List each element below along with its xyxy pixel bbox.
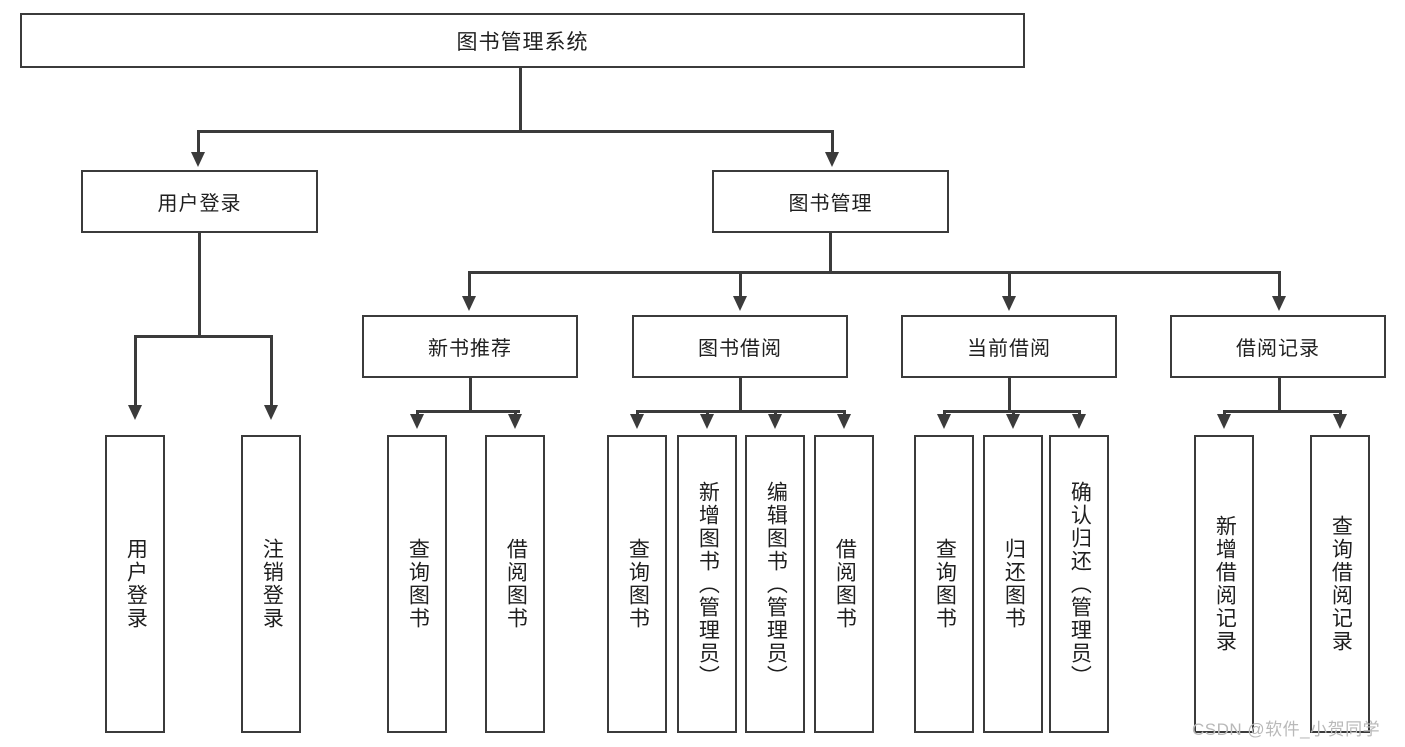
arrow-to-leaf-query-book-2 — [630, 414, 644, 429]
leaf-user-login[interactable]: 用户登录 — [105, 435, 165, 733]
arrow-to-leaf-edit-book — [768, 414, 782, 429]
arrow-to-leaf-query-record — [1333, 414, 1347, 429]
connector-root-stem — [519, 68, 522, 130]
node-book-management[interactable]: 图书管理 — [712, 170, 949, 233]
connector-bm-drop-3 — [1008, 271, 1011, 298]
arrow-to-leaf-query-book-1 — [410, 414, 424, 429]
node-user-login[interactable]: 用户登录 — [81, 170, 318, 233]
leaf-confirm-return[interactable]: 确认归还（管理员） — [1049, 435, 1109, 733]
watermark-text: CSDN @软件_小贺同学 — [1192, 720, 1381, 739]
connector-bm-drop-1 — [468, 271, 471, 298]
connector-br-bus — [1223, 410, 1341, 413]
arrow-to-book-borrow — [733, 296, 747, 311]
arrow-to-leaf-return-book — [1006, 414, 1020, 429]
connector-cb-stem — [1008, 378, 1011, 412]
connector-user-login-stem — [198, 233, 201, 337]
arrow-to-leaf-add-book — [700, 414, 714, 429]
arrow-to-leaf-logout-login — [264, 405, 278, 420]
leaf-borrow-book-1[interactable]: 借阅图书 — [485, 435, 545, 733]
connector-bb-bus — [636, 410, 845, 413]
leaf-borrow-book-2[interactable]: 借阅图书 — [814, 435, 874, 733]
arrow-to-borrow-record — [1272, 296, 1286, 311]
leaf-logout-login[interactable]: 注销登录 — [241, 435, 301, 733]
leaf-query-book-2[interactable]: 查询图书 — [607, 435, 667, 733]
node-new-book-recommend[interactable]: 新书推荐 — [362, 315, 578, 378]
arrow-to-leaf-user-login — [128, 405, 142, 420]
connector-user-login-bus — [134, 335, 272, 338]
node-book-borrow[interactable]: 图书借阅 — [632, 315, 848, 378]
arrow-to-new-book-recommend — [462, 296, 476, 311]
connector-root-bus — [197, 130, 833, 133]
connector-book-management-stem — [829, 233, 832, 273]
leaf-query-book-1[interactable]: 查询图书 — [387, 435, 447, 733]
connector-root-to-user-login — [197, 130, 200, 155]
node-current-borrow[interactable]: 当前借阅 — [901, 315, 1117, 378]
connector-book-management-bus — [468, 271, 1280, 274]
connector-root-to-book-management — [831, 130, 834, 155]
arrow-to-leaf-query-book-3 — [937, 414, 951, 429]
connector-cb-bus — [943, 410, 1080, 413]
leaf-return-book[interactable]: 归还图书 — [983, 435, 1043, 733]
node-root-system[interactable]: 图书管理系统 — [20, 13, 1025, 68]
connector-br-stem — [1278, 378, 1281, 412]
arrow-to-user-login — [191, 152, 205, 167]
arrow-to-leaf-confirm-return — [1072, 414, 1086, 429]
leaf-query-record[interactable]: 查询借阅记录 — [1310, 435, 1370, 733]
leaf-add-book[interactable]: 新增图书（管理员） — [677, 435, 737, 733]
leaf-edit-book[interactable]: 编辑图书（管理员） — [745, 435, 805, 733]
connector-bb-stem — [739, 378, 742, 412]
arrow-to-leaf-borrow-book-2 — [837, 414, 851, 429]
leaf-query-book-3[interactable]: 查询图书 — [914, 435, 974, 733]
connector-nbr-bus — [416, 410, 520, 413]
connector-bm-drop-4 — [1278, 271, 1281, 298]
connector-user-login-drop-1 — [134, 335, 137, 407]
connector-user-login-drop-2 — [270, 335, 273, 407]
connector-bm-drop-2 — [739, 271, 742, 298]
arrow-to-current-borrow — [1002, 296, 1016, 311]
arrow-to-book-management — [825, 152, 839, 167]
arrow-to-leaf-borrow-book-1 — [508, 414, 522, 429]
arrow-to-leaf-add-record — [1217, 414, 1231, 429]
connector-nbr-stem — [469, 378, 472, 412]
leaf-add-record[interactable]: 新增借阅记录 — [1194, 435, 1254, 733]
node-borrow-record[interactable]: 借阅记录 — [1170, 315, 1386, 378]
